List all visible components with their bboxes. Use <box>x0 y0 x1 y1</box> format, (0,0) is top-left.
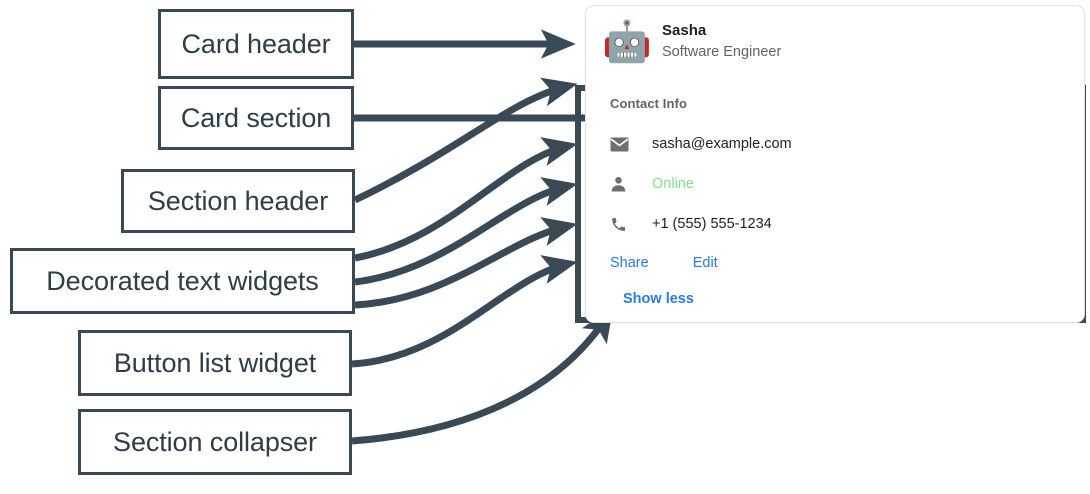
callout-section-collapser: Section collapser <box>78 409 352 475</box>
share-button[interactable]: Share <box>610 255 649 271</box>
section-collapser-button[interactable]: Show less <box>623 291 694 307</box>
callout-section-header-label: Section header <box>147 185 329 216</box>
decorated-text-widget-status-label: Online <box>652 176 694 192</box>
callout-card-section-label: Card section <box>180 102 332 133</box>
contact-card: 🤖 Sasha Software Engineer Contact Info s… <box>585 5 1085 323</box>
card-header: 🤖 Sasha Software Engineer <box>586 6 1084 78</box>
arrow-section-collapser <box>351 306 614 445</box>
decorated-text-widget-email: sasha@example.com <box>610 131 1084 157</box>
phone-icon <box>610 214 632 234</box>
decorated-text-widget-phone-label: +1 (555) 555-1234 <box>652 216 772 232</box>
edit-button[interactable]: Edit <box>692 255 718 271</box>
person-icon <box>610 174 632 194</box>
arrow-text-widget-online <box>354 177 578 286</box>
callout-card-section: Card section <box>158 86 354 150</box>
arrow-text-widget-phone <box>354 217 578 309</box>
callout-decorated-text-widgets: Decorated text widgets <box>10 248 355 314</box>
section-header: Contact Info <box>610 96 688 111</box>
callout-section-collapser-label: Section collapser <box>113 426 317 457</box>
decorated-text-widget-status: Online <box>610 171 1084 197</box>
card-section: Contact Info sasha@example.com Online <box>586 78 1084 318</box>
card-header-text: Sasha Software Engineer <box>662 21 781 63</box>
card-header-title: Sasha <box>662 22 707 39</box>
arrow-section-header <box>353 77 578 204</box>
email-icon <box>610 134 632 154</box>
button-list-widget: Share Edit <box>610 251 1084 275</box>
decorated-text-widget-email-label: sasha@example.com <box>652 136 792 152</box>
arrow-button-list <box>351 255 578 368</box>
decorated-text-widget-phone: +1 (555) 555-1234 <box>610 211 1084 237</box>
callout-button-list-widget: Button list widget <box>78 330 352 396</box>
card-header-subtitle: Software Engineer <box>662 44 782 60</box>
callout-button-list-widget-label: Button list widget <box>113 347 317 378</box>
arrow-text-widget-email <box>354 137 578 262</box>
callout-decorated-text-widgets-label: Decorated text widgets <box>46 265 319 296</box>
callout-section-header: Section header <box>121 169 355 233</box>
robot-face-icon: 🤖 <box>602 20 652 64</box>
callout-card-header-label: Card header <box>181 28 331 59</box>
callout-card-header: Card header <box>158 9 354 79</box>
